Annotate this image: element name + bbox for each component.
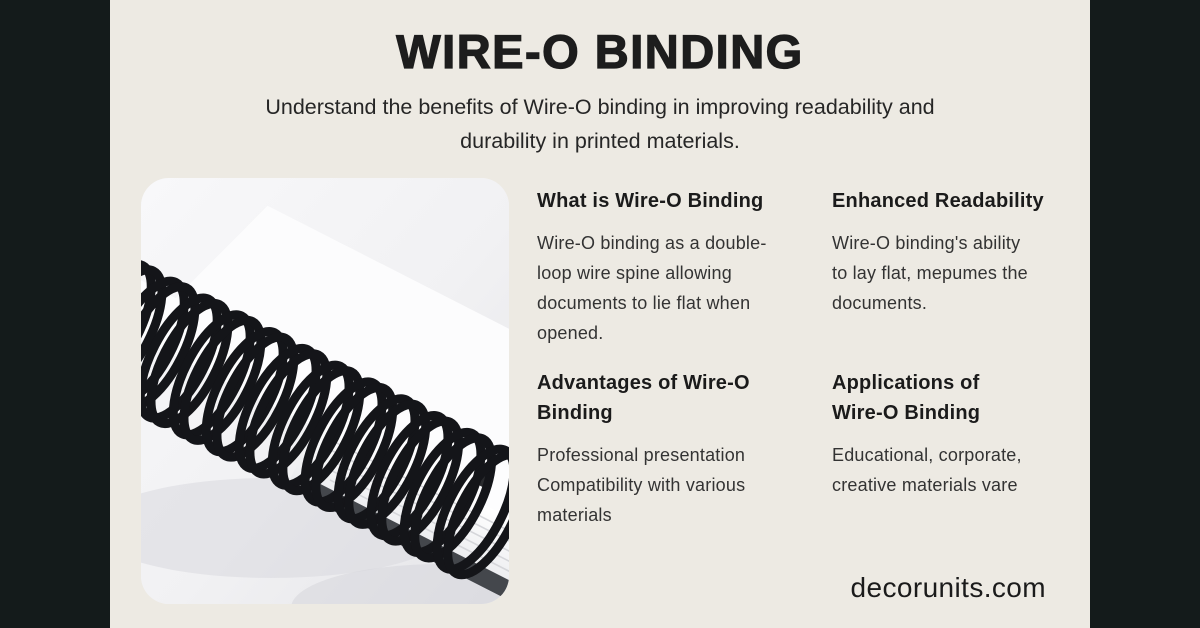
section-body: Wire-O binding's ability to lay flat, me… (832, 233, 1028, 313)
section-body: Professional presentation Compatibility … (537, 445, 746, 525)
section-applications: Applications of Wire-O Binding Education… (832, 368, 1084, 500)
page-subtitle: Understand the benefits of Wire-O bindin… (265, 95, 935, 153)
section-enhanced-readability: Enhanced Readability Wire-O binding's ab… (832, 186, 1084, 318)
book-cover-surface (141, 205, 509, 568)
section-heading: Applications of Wire-O Binding (832, 372, 981, 424)
section-heading: What is Wire-O Binding (537, 190, 764, 212)
section-advantages: Advantages of Wire-O Binding Professiona… (537, 368, 789, 530)
content-panel: WIRE-O BINDING Understand the benefits o… (110, 0, 1090, 628)
wire-o-binding-photo-illustration (141, 178, 509, 604)
section-heading: Enhanced Readability (832, 190, 1044, 212)
section-body: Wire-O binding as a double- loop wire sp… (537, 233, 767, 343)
photo-card (141, 178, 509, 604)
section-heading: Advantages of Wire-O Binding (537, 372, 750, 424)
website-text: decorunits.com (850, 572, 1046, 603)
section-what-is-wire-o: What is Wire-O Binding Wire-O binding as… (537, 186, 789, 348)
section-body: Educational, corporate, creative materia… (832, 445, 1022, 495)
page-title: WIRE-O BINDING (396, 24, 804, 78)
wire-o-book (141, 205, 509, 604)
